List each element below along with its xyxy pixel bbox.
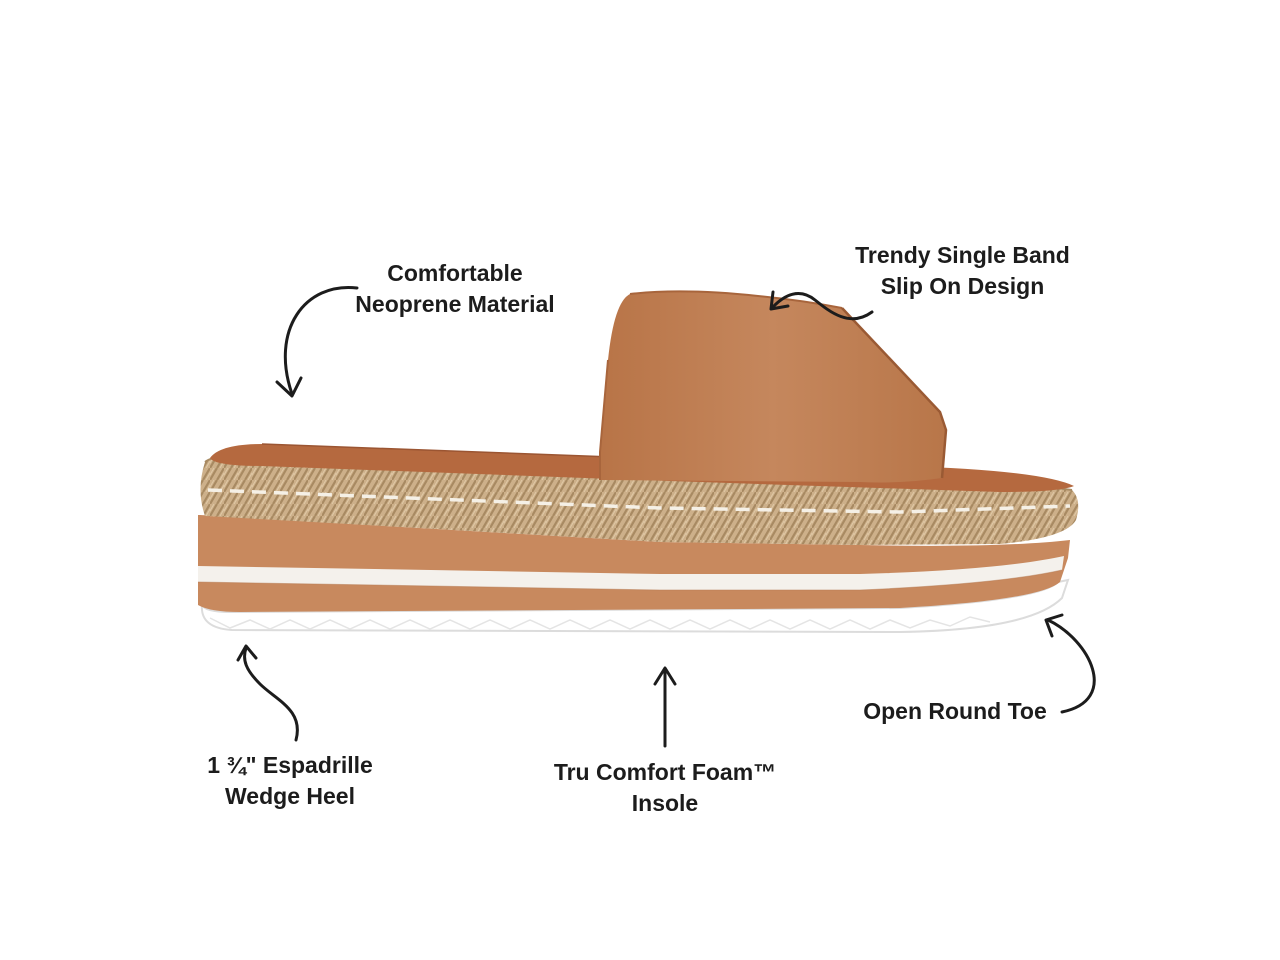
rope-stitching bbox=[207, 488, 1071, 514]
callout-line: Comfortable bbox=[387, 260, 523, 286]
callout-single-band-design: Trendy Single Band Slip On Design bbox=[830, 240, 1095, 302]
callout-line: Wedge Heel bbox=[225, 783, 355, 809]
curved-arrow-icon bbox=[769, 290, 874, 321]
curved-arrow-icon bbox=[1044, 613, 1096, 714]
jute-rope-wrap bbox=[200, 454, 1079, 545]
callout-wedge-heel: 1 ¾" Espadrille Wedge Heel bbox=[180, 750, 400, 812]
sandal-outsole bbox=[200, 578, 1070, 634]
callout-line: Tru Comfort Foam™ bbox=[553, 759, 777, 785]
outsole-tread bbox=[209, 616, 991, 630]
callout-line: Open Round Toe bbox=[863, 698, 1047, 724]
curved-arrow-icon bbox=[236, 644, 299, 742]
wedge-stripe bbox=[198, 556, 1064, 590]
callout-line: Slip On Design bbox=[880, 273, 1045, 299]
callout-open-round-toe: Open Round Toe bbox=[840, 696, 1070, 727]
callout-comfort-foam-insole: Tru Comfort Foam™ Insole bbox=[520, 757, 810, 819]
neoprene-strap bbox=[600, 291, 946, 483]
callout-line: 1 ¾" Espadrille bbox=[207, 752, 373, 778]
callout-line: Trendy Single Band bbox=[855, 242, 1070, 268]
callout-neoprene-material: Comfortable Neoprene Material bbox=[330, 258, 580, 320]
straight-arrow-icon bbox=[653, 666, 677, 748]
callout-line: Neoprene Material bbox=[355, 291, 555, 317]
callout-line: Insole bbox=[631, 790, 699, 816]
curved-arrow-icon bbox=[275, 286, 359, 398]
